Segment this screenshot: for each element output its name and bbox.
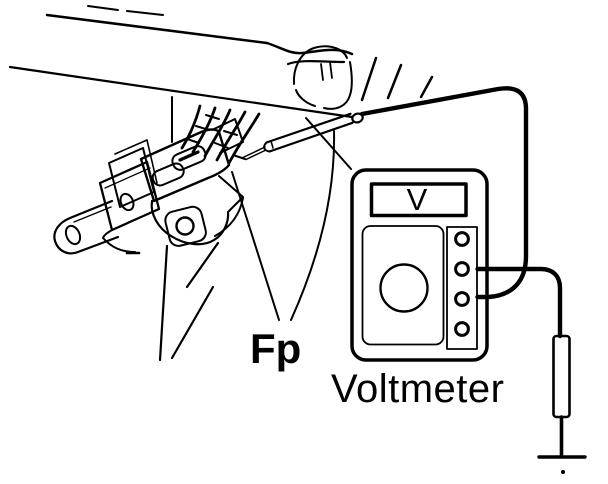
hatch-stroke (386, 63, 403, 100)
ground-probe-body (552, 334, 571, 419)
fp-leader-left (231, 171, 280, 321)
grommet-inner-dash (329, 61, 333, 79)
terminal-jack-4 (454, 321, 470, 337)
hatch-marks (360, 56, 434, 102)
dial-knob (379, 263, 429, 313)
bracket-plate-upper-edge (114, 139, 158, 184)
probe-lead-wire (359, 86, 529, 300)
harness-tick (223, 130, 238, 136)
harness-tick (186, 138, 200, 144)
probe-body (265, 112, 352, 144)
hatch-stroke (360, 56, 378, 102)
panel-dash-line (126, 10, 164, 16)
lock-ring (175, 216, 195, 236)
voltmeter-body (350, 168, 489, 362)
probe-jack-barrel (351, 112, 364, 124)
latch-loop (150, 199, 230, 246)
grommet-outline (323, 61, 353, 110)
ground-probe (537, 334, 587, 474)
ground-dot (561, 470, 565, 474)
voltmeter-caption: Voltmeter (331, 367, 504, 411)
fp-leader-lines (231, 130, 336, 321)
mounting-tab (53, 199, 120, 255)
connector-assembly (53, 104, 364, 255)
wire-harness (180, 104, 261, 165)
terminal-strip (446, 226, 478, 350)
ground-lead-wire (475, 266, 563, 339)
beam-end-fold (265, 41, 354, 56)
lower-panel-lines (158, 241, 220, 362)
voltmeter-control-panel (361, 225, 445, 346)
wall-hatch-stroke (170, 285, 215, 360)
terminal-slot (171, 145, 207, 171)
harness-wire (180, 104, 202, 150)
latch-toe (102, 229, 113, 239)
terminal-jack-3 (454, 291, 470, 307)
beam-top-edge (45, 13, 269, 45)
mounting-tab-hole (64, 224, 82, 246)
grommet-outline (295, 89, 316, 107)
body-panel-lines (8, 5, 354, 170)
probe-body (268, 121, 354, 153)
grommet-outline (292, 45, 348, 85)
harness-wire (227, 112, 261, 165)
voltmeter-display (369, 182, 468, 218)
probe-needle (245, 149, 267, 161)
grommet (292, 45, 353, 110)
harness-wire (215, 110, 247, 162)
grommet-inner-dash (320, 63, 324, 81)
harness-wire (203, 108, 232, 158)
beam-end-fold-lower (286, 60, 346, 66)
fp-terminal-label: Fp (250, 325, 301, 372)
hatch-stroke (419, 75, 434, 99)
bracket-plate-front (98, 160, 161, 232)
terminal-jack-1 (454, 231, 470, 247)
voltmeter: V (350, 168, 489, 362)
beam-bottom-edge (8, 65, 354, 119)
voltmeter-display-label: V (407, 182, 428, 217)
fp-leader-right (290, 130, 336, 321)
wall-edge-line (158, 244, 169, 362)
harness-tick (205, 114, 220, 120)
mounting-tab-edge (73, 206, 112, 223)
wall-hatch-stroke (185, 241, 220, 289)
probe-tip-band (270, 140, 274, 149)
bracket-hole (119, 192, 135, 212)
bracket-plate-front-edge (104, 167, 151, 189)
harness-tick (214, 142, 229, 149)
latch-lever (102, 175, 244, 255)
lock-ring-housing (164, 205, 207, 247)
harness-tick (232, 154, 246, 160)
harness-tick (195, 125, 210, 131)
terminal-slot-contact (178, 150, 200, 162)
connector-housing-ridge (146, 128, 210, 157)
probe-needle (242, 146, 266, 159)
panel-dash-line (87, 5, 119, 11)
test-probe (242, 112, 364, 161)
terminal-jack-2 (454, 261, 470, 277)
test-leads (359, 86, 563, 339)
harness-wire (191, 106, 217, 154)
